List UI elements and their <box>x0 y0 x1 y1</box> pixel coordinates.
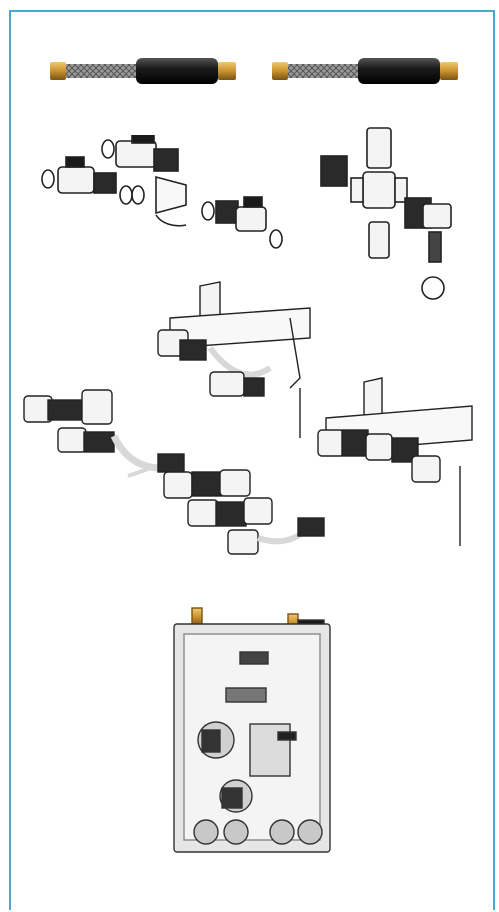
manifold-left-icon <box>18 376 193 496</box>
manifold-bracket-right-icon <box>312 376 484 546</box>
valve-kit-icon <box>36 135 286 265</box>
manifold-bottom-icon <box>158 458 338 578</box>
manifold-bracket-top-icon <box>150 278 330 438</box>
flex-hose-left-icon <box>48 50 244 90</box>
cabinet-unit-icon <box>170 600 335 855</box>
flex-hose-right-icon <box>270 50 466 90</box>
tee-fitting-icon <box>315 122 465 302</box>
